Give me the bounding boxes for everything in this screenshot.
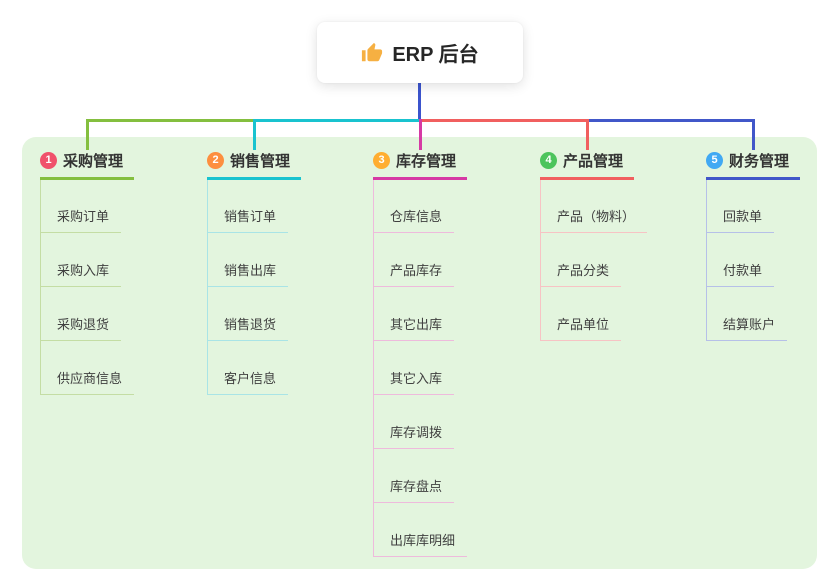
connector-line: [87, 119, 254, 122]
branch-label: 库存管理: [396, 153, 457, 170]
branch-number-badge: 1: [40, 152, 57, 169]
branch-number-badge: 3: [373, 152, 390, 169]
connector-line: [586, 119, 589, 150]
branch-5: 5 财务管理回款单付款单结算账户: [706, 150, 800, 341]
child-node[interactable]: 库存调拨: [374, 424, 455, 449]
branch-3: 3 库存管理仓库信息产品库存其它出库其它入库库存调拨库存盘点出库库明细: [373, 150, 468, 557]
branch-4: 4 产品管理产品（物料） 产品分类产品单位: [540, 150, 648, 341]
connector-line: [253, 119, 256, 150]
child-node[interactable]: 采购退货: [41, 316, 122, 341]
child-node[interactable]: 结算账户: [707, 316, 788, 341]
thumbs-up-icon: [361, 42, 383, 64]
child-node[interactable]: 销售订单: [208, 208, 289, 233]
child-node[interactable]: 回款单: [707, 208, 775, 233]
root-title: ERP 后台: [392, 44, 479, 66]
connector-line: [587, 119, 753, 122]
branch-1: 1 采购管理采购订单采购入库采购退货供应商信息: [40, 150, 135, 395]
child-node[interactable]: 仓库信息: [374, 208, 455, 233]
branch-2: 2 销售管理销售订单销售出库销售退货客户信息: [207, 150, 301, 395]
connector-line: [418, 83, 421, 121]
branch-label: 产品管理: [563, 153, 624, 170]
child-node[interactable]: 付款单: [707, 262, 775, 287]
child-node[interactable]: 采购订单: [41, 208, 122, 233]
child-node[interactable]: 其它出库: [374, 316, 455, 341]
connector-line: [752, 119, 755, 150]
branch-title[interactable]: 4 产品管理: [540, 150, 634, 180]
branch-title[interactable]: 2 销售管理: [207, 150, 301, 180]
branch-children: 产品（物料） 产品分类产品单位: [540, 180, 648, 341]
branch-label: 采购管理: [63, 153, 124, 170]
branch-label: 财务管理: [729, 153, 790, 170]
branch-title[interactable]: 1 采购管理: [40, 150, 134, 180]
branch-children: 仓库信息产品库存其它出库其它入库库存调拨库存盘点出库库明细: [373, 180, 468, 557]
child-node[interactable]: 其它入库: [374, 370, 455, 395]
connector-line: [86, 119, 89, 150]
child-node[interactable]: 产品（物料）: [541, 208, 648, 233]
child-node[interactable]: 出库库明细: [374, 532, 468, 557]
child-node[interactable]: 销售出库: [208, 262, 289, 287]
connector-line: [254, 119, 420, 122]
branch-children: 采购订单采购入库采购退货供应商信息: [40, 180, 135, 395]
child-node[interactable]: 产品分类: [541, 262, 622, 287]
child-node[interactable]: 客户信息: [208, 370, 289, 395]
child-node[interactable]: 产品单位: [541, 316, 622, 341]
connector-line: [419, 119, 422, 150]
branch-children: 回款单付款单结算账户: [706, 180, 788, 341]
branch-number-badge: 2: [207, 152, 224, 169]
branch-number-badge: 4: [540, 152, 557, 169]
child-node[interactable]: 库存盘点: [374, 478, 455, 503]
child-node[interactable]: 产品库存: [374, 262, 455, 287]
branches-panel: [22, 137, 817, 569]
branch-title[interactable]: 3 库存管理: [373, 150, 467, 180]
child-node[interactable]: 销售退货: [208, 316, 289, 341]
connector-line: [420, 119, 587, 122]
branch-number-badge: 5: [706, 152, 723, 169]
branch-children: 销售订单销售出库销售退货客户信息: [207, 180, 289, 395]
child-node[interactable]: 供应商信息: [41, 370, 135, 395]
branch-title[interactable]: 5 财务管理: [706, 150, 800, 180]
child-node[interactable]: 采购入库: [41, 262, 122, 287]
branch-label: 销售管理: [230, 153, 291, 170]
root-node[interactable]: ERP 后台: [317, 22, 523, 83]
